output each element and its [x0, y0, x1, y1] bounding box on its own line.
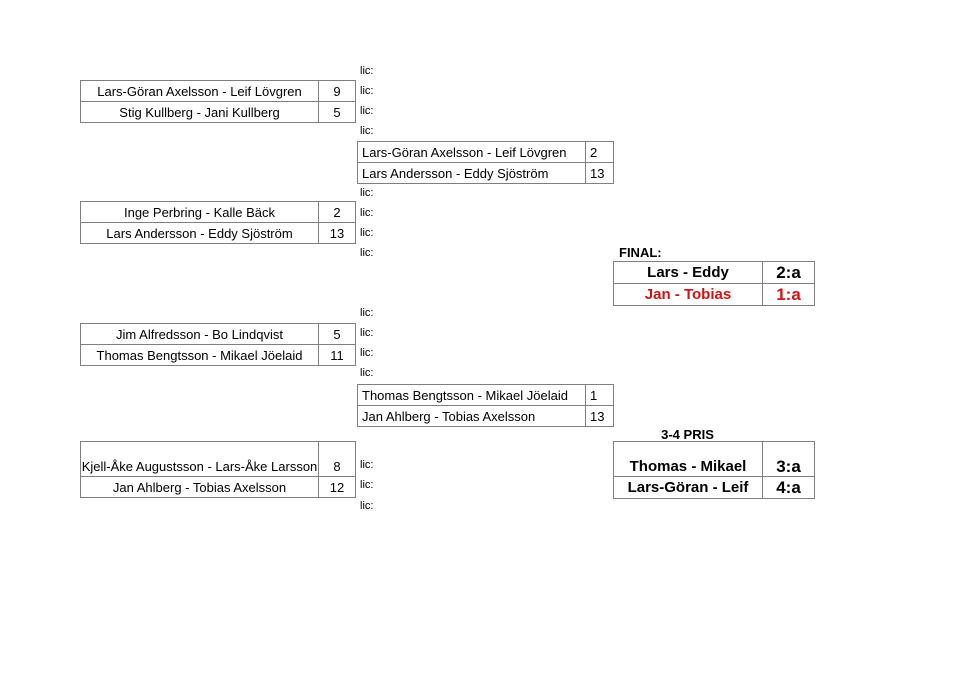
team-name: Thomas Bengtsson - Mikael Jöelaid	[362, 387, 568, 403]
lic-label: lic:	[360, 187, 374, 199]
match-row: Jan Ahlberg - Tobias Axelsson 12	[81, 476, 355, 497]
match-row: Thomas Bengtsson - Mikael Jöelaid 1	[358, 385, 613, 405]
lic-label: lic:	[360, 247, 374, 259]
place-badge: 4:a	[762, 477, 814, 498]
final-label: FINAL:	[619, 245, 662, 260]
team-score: 8	[318, 442, 355, 476]
team-score: 1	[585, 385, 613, 405]
team-name: Thomas Bengtsson - Mikael Jöelaid	[96, 347, 303, 363]
team-score: 5	[318, 324, 355, 344]
team-score: 9	[318, 81, 355, 101]
lic-label: lic:	[360, 459, 374, 471]
match-row: Stig Kullberg - Jani Kullberg 5	[81, 101, 355, 122]
team-score: 2	[318, 202, 355, 222]
semifinal-1-box: Lars-Göran Axelsson - Leif Lövgren 2 Lar…	[357, 141, 614, 184]
quarterfinal-3-box: Jim Alfredsson - Bo Lindqvist 5 Thomas B…	[80, 323, 356, 366]
quarterfinal-1-box: Lars-Göran Axelsson - Leif Lövgren 9 Sti…	[80, 80, 356, 123]
team-name: Jan Ahlberg - Tobias Axelsson	[112, 479, 287, 495]
team-name: Lars Andersson - Eddy Sjöström	[106, 225, 293, 241]
team-name: Inge Perbring - Kalle Bäck	[123, 204, 276, 220]
team-name: Stig Kullberg - Jani Kullberg	[119, 104, 280, 120]
place-badge: 2:a	[762, 262, 814, 283]
match-row: Lars-Göran Axelsson - Leif Lövgren 2	[358, 142, 613, 162]
team-name: Lars-Göran - Leif	[627, 479, 749, 496]
lic-label: lic:	[360, 227, 374, 239]
team-name: Jan Ahlberg - Tobias Axelsson	[362, 408, 536, 424]
team-name: Lars Andersson - Eddy Sjöström	[362, 165, 549, 181]
lic-label: lic:	[360, 105, 374, 117]
lic-label: lic:	[360, 347, 374, 359]
lic-label: lic:	[360, 85, 374, 97]
lic-label: lic:	[360, 307, 374, 319]
team-name: Lars-Göran Axelsson - Leif Lövgren	[97, 83, 302, 99]
final-row-winner: Jan - Tobias 1:a	[614, 283, 814, 305]
team-score: 5	[318, 102, 355, 122]
third-place-box: Thomas - Mikael 3:a Lars-Göran - Leif 4:…	[613, 441, 815, 499]
team-score: 12	[318, 477, 355, 497]
lic-label: lic:	[360, 207, 374, 219]
match-row: Jan Ahlberg - Tobias Axelsson 13	[358, 405, 613, 426]
lic-label: lic:	[360, 500, 374, 512]
team-name: Jan - Tobias	[644, 286, 732, 303]
lic-label: lic:	[360, 479, 374, 491]
match-row: Thomas Bengtsson - Mikael Jöelaid 11	[81, 344, 355, 365]
match-row: Kjell-Åke Augustsson - Lars-Åke Larsson …	[81, 442, 355, 476]
team-score: 13	[585, 406, 613, 426]
match-row: Lars Andersson - Eddy Sjöström 13	[358, 162, 613, 183]
third-place-row: Thomas - Mikael 3:a	[614, 442, 814, 476]
third-place-label: 3-4 PRIS	[661, 427, 714, 442]
team-score: 2	[585, 142, 613, 162]
team-name: Thomas - Mikael	[629, 458, 747, 475]
team-name: Kjell-Åke Augustsson - Lars-Åke Larsson	[81, 459, 318, 474]
quarterfinal-4-box: Kjell-Åke Augustsson - Lars-Åke Larsson …	[80, 441, 356, 498]
team-score: 13	[318, 223, 355, 243]
match-row: Lars-Göran Axelsson - Leif Lövgren 9	[81, 81, 355, 101]
team-score: 13	[585, 163, 613, 183]
quarterfinal-2-box: Inge Perbring - Kalle Bäck 2 Lars Anders…	[80, 201, 356, 244]
match-row: Inge Perbring - Kalle Bäck 2	[81, 202, 355, 222]
lic-label: lic:	[360, 327, 374, 339]
place-badge: 1:a	[762, 284, 814, 305]
final-box: Lars - Eddy 2:a Jan - Tobias 1:a	[613, 261, 815, 306]
place-badge: 3:a	[762, 442, 814, 476]
lic-label: lic:	[360, 65, 374, 77]
match-row: Lars Andersson - Eddy Sjöström 13	[81, 222, 355, 243]
team-name: Lars - Eddy	[647, 264, 729, 281]
final-row-runnerup: Lars - Eddy 2:a	[614, 262, 814, 283]
third-place-row: Lars-Göran - Leif 4:a	[614, 476, 814, 498]
team-score: 11	[318, 345, 355, 365]
lic-label: lic:	[360, 125, 374, 137]
team-name: Lars-Göran Axelsson - Leif Lövgren	[362, 144, 567, 160]
match-row: Jim Alfredsson - Bo Lindqvist 5	[81, 324, 355, 344]
lic-label: lic:	[360, 367, 374, 379]
semifinal-2-box: Thomas Bengtsson - Mikael Jöelaid 1 Jan …	[357, 384, 614, 427]
team-name: Jim Alfredsson - Bo Lindqvist	[116, 326, 283, 342]
